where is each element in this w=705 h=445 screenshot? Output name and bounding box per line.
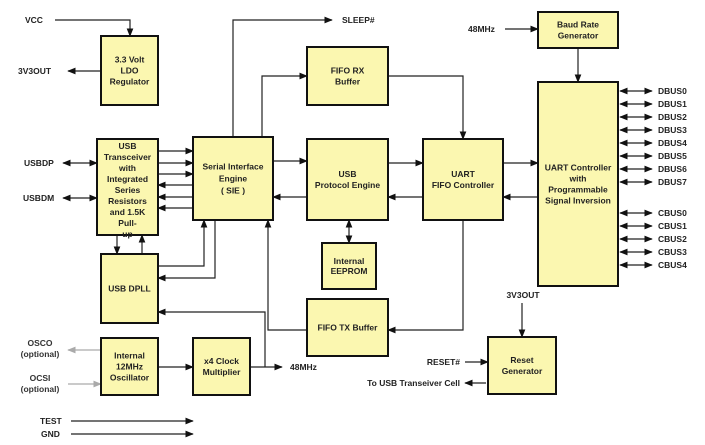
block-label: Integrated <box>107 174 148 184</box>
block-label: UART Controller <box>545 163 612 173</box>
block-dpll: USB DPLL <box>100 253 159 324</box>
48mhz-label: 48MHz <box>290 362 317 372</box>
to-transceiver-label: To USB Transeiver Cell <box>367 378 460 388</box>
block-label: Regulator <box>110 77 150 87</box>
osco-optional-label: (optional) <box>21 349 60 359</box>
dbus-label: DBUS7 <box>658 177 687 187</box>
vcc-wire <box>55 19 134 37</box>
block-fifo-tx: FIFO TX Buffer <box>306 298 389 357</box>
block-label: Resistors <box>108 196 147 206</box>
test-label: TEST <box>40 416 63 426</box>
block-label: Generator <box>502 366 543 376</box>
block-label: FIFO RX <box>331 66 365 76</box>
blocks: 3.3 VoltLDORegulatorUSBTransceiverwithIn… <box>96 11 619 396</box>
block-label: USB DPLL <box>108 284 151 294</box>
block-label: EEPROM <box>331 266 368 276</box>
block-label: with <box>569 174 587 184</box>
fifo-tx-to-sie <box>264 219 307 331</box>
cbus-label: CBUS0 <box>658 208 687 218</box>
block-label: Serial Interface <box>203 162 264 172</box>
block-label: Internal <box>114 351 145 361</box>
dbus-label: DBUS1 <box>658 99 687 109</box>
block-label: and 1.5K <box>110 207 146 217</box>
block-label: UART <box>451 169 475 179</box>
ocsi-label: OCSI <box>30 373 51 383</box>
block-label: Pull- <box>118 218 137 228</box>
block-label: Buffer <box>335 77 361 87</box>
dbus-label: DBUS6 <box>658 164 687 174</box>
dbus-label: DBUS4 <box>658 138 687 148</box>
reset-label: RESET# <box>427 357 460 367</box>
cbus-label: CBUS2 <box>658 234 687 244</box>
block-label: ( SIE ) <box>221 186 245 196</box>
block-label: FIFO TX Buffer <box>318 323 379 333</box>
block-label: Baud Rate <box>557 20 599 30</box>
block-label: Series <box>115 185 141 195</box>
gnd-label: GND <box>41 429 60 439</box>
3v3out-label: 3V3OUT <box>506 290 540 300</box>
block-label: Multiplier <box>203 367 241 377</box>
block-label: USB <box>119 141 137 151</box>
block-label: Oscillator <box>110 373 150 383</box>
block-label: FIFO Controller <box>432 180 495 190</box>
fifo-rx-to-uart-fifo <box>388 75 467 140</box>
signal-labels: VCC3V3OUTUSBDPUSBDMSLEEP#48MHz48MHzOSCO(… <box>18 15 687 439</box>
block-label: Programmable <box>548 185 608 195</box>
dbus-label: DBUS2 <box>658 112 687 122</box>
dbus-label: DBUS0 <box>658 86 687 96</box>
sleep-label: SLEEP# <box>342 15 375 25</box>
clock-to-dpll <box>157 308 266 367</box>
48mhz-label: 48MHz <box>468 24 495 34</box>
block-label: Generator <box>558 31 599 41</box>
block-label: Protocol Engine <box>315 180 380 190</box>
sie-to-dpll <box>157 220 216 282</box>
osco-label: OSCO <box>27 338 52 348</box>
block-transceiver: USBTransceiverwithIntegratedSeriesResist… <box>96 138 159 239</box>
block-label: USB <box>339 169 357 179</box>
cbus-label: CBUS3 <box>658 247 687 257</box>
dbus-label: DBUS5 <box>658 151 687 161</box>
block-label: Reset <box>510 355 533 365</box>
usbdp-label: USBDP <box>24 158 54 168</box>
dpll-to-sie <box>158 219 208 267</box>
block-label: Engine <box>219 174 248 184</box>
sleep-wire <box>232 16 333 137</box>
ocsi-optional-label: (optional) <box>21 384 60 394</box>
block-label: Internal <box>334 256 365 266</box>
cbus-label: CBUS4 <box>658 260 687 270</box>
block-label: 12MHz <box>116 362 143 372</box>
3v3out-label: 3V3OUT <box>18 66 52 76</box>
uart-fifo-to-fifo-tx <box>387 220 464 334</box>
block-label: Signal Inversion <box>545 196 611 206</box>
block-label: Transceiver <box>104 152 152 162</box>
block-label: LDO <box>121 66 139 76</box>
block-label: up <box>122 229 132 239</box>
usbdm-label: USBDM <box>23 193 54 203</box>
block-label: with <box>118 163 136 173</box>
block-label: 3.3 Volt <box>115 55 145 65</box>
dbus-label: DBUS3 <box>658 125 687 135</box>
connections <box>55 16 653 438</box>
vcc-label: VCC <box>25 15 43 25</box>
cbus-label: CBUS1 <box>658 221 687 231</box>
sie-to-fifo-rx <box>261 72 308 137</box>
block-label: x4 Clock <box>204 356 239 366</box>
